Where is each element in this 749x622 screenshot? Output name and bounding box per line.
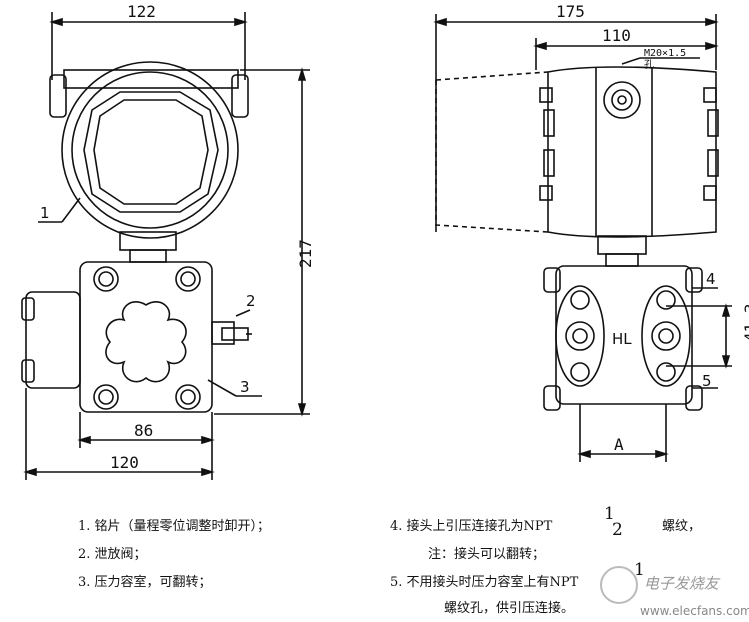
note-3: 3. 压力容室，可翻转； — [78, 575, 212, 590]
callout-3: 3 — [240, 378, 250, 396]
watermark-logo-icon — [600, 566, 638, 604]
thread-spec-label: M20×1.5 — [644, 48, 686, 59]
watermark-cn: 电子发烧友 — [643, 574, 719, 593]
callout-1: 1 — [40, 204, 50, 222]
watermark: 电子发烧友 www.elecfans.com — [600, 566, 749, 618]
transmitter-drawing: 122 217 86 120 1 2 3 175 110 M20×1.5 孔 H… — [21, 2, 749, 480]
note-4-frac-num: 1 — [604, 504, 615, 524]
callout-4: 4 — [706, 270, 716, 288]
callout-5: 5 — [702, 372, 712, 390]
note-4-frac-den: 2 — [612, 520, 623, 540]
dim-41-3-label: 41.3 — [741, 303, 749, 342]
dim-110-label: 110 — [602, 26, 631, 45]
front-view — [21, 12, 310, 480]
note-4-remark: 注：接头可以翻转； — [428, 547, 546, 562]
note-2: 2. 泄放阀； — [78, 547, 147, 562]
dim-120-label: 120 — [110, 453, 139, 472]
note-1: 1. 铭片（量程零位调整时卸开）； — [78, 519, 271, 534]
dim-86-label: 86 — [134, 421, 153, 440]
callout-2: 2 — [246, 292, 256, 310]
thread-hole-label: 孔 — [644, 59, 654, 71]
note-5: 5. 不用接头时压力容室上有NPT — [390, 575, 579, 590]
note-5-line2: 螺纹孔，供引压连接。 — [444, 601, 575, 616]
dim-217-label: 217 — [296, 239, 315, 268]
side-view — [433, 14, 732, 462]
notes-section: 1. 铭片（量程零位调整时卸开）； 2. 泄放阀； 3. 压力容室，可翻转； 4… — [0, 500, 749, 622]
watermark-url: www.elecfans.com — [640, 604, 749, 618]
hl-mark: HL — [612, 330, 632, 348]
dim-175-label: 175 — [556, 2, 585, 21]
dim-122-label: 122 — [127, 2, 156, 21]
note-4: 4. 接头上引压连接孔为NPT — [390, 519, 553, 534]
note-5-frac-num: 1 — [634, 560, 645, 580]
dim-a-label: A — [614, 435, 624, 454]
note-4-suffix: 螺纹， — [662, 519, 702, 534]
